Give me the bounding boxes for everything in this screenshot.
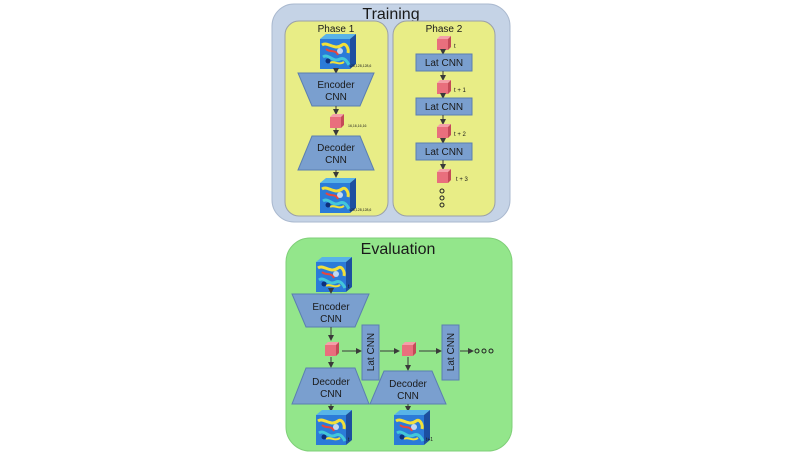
continuation-dot xyxy=(439,202,445,208)
phase1-title: Phase 1 xyxy=(318,24,355,35)
eval-decoder-1-line1: Decoder xyxy=(312,377,350,388)
eval-latcnn-1 xyxy=(361,324,380,381)
eval-output-t1: t+1 xyxy=(426,437,433,443)
phase1-latent-dims: 16,16,16,16 xyxy=(348,124,367,128)
phase2-panel xyxy=(392,20,496,217)
phase2-latcnn-1-label: Lat CNN xyxy=(425,58,463,69)
phase2-latent-t2 xyxy=(437,124,451,138)
eval-output-t: t xyxy=(348,437,350,443)
phase2-latcnn-2-label: Lat CNN xyxy=(425,102,463,113)
eval-output-field-t xyxy=(314,408,354,447)
phase1-encoder xyxy=(297,72,375,107)
eval-decoder-2-line1: Decoder xyxy=(389,379,427,390)
continuation-dot xyxy=(474,348,480,354)
eval-input-field xyxy=(314,255,354,294)
phase1-input-dims: 128,128,128,6 xyxy=(349,64,371,68)
eval-latent-t xyxy=(325,342,339,356)
eval-decoder-1-line2: CNN xyxy=(320,389,342,400)
eval-input-t: t xyxy=(348,284,350,290)
eval-encoder-line1: Encoder xyxy=(312,302,350,313)
phase2-step-t: t xyxy=(454,44,456,50)
eval-decoder-2-line2: CNN xyxy=(397,391,419,402)
phase1-encoder-line2: CNN xyxy=(325,92,347,103)
eval-encoder-line2: CNN xyxy=(320,314,342,325)
evaluation-title: Evaluation xyxy=(361,241,436,258)
phase2-latcnn-2 xyxy=(415,97,473,116)
eval-decoder-2 xyxy=(369,370,447,405)
phase2-title: Phase 2 xyxy=(426,24,463,35)
training-title: Training xyxy=(362,6,419,23)
continuation-dot xyxy=(439,195,445,201)
eval-latcnn-1-label: Lat CNN xyxy=(366,333,377,371)
phase2-latcnn-1 xyxy=(415,53,473,72)
eval-encoder xyxy=(291,293,370,328)
eval-output-field-t1 xyxy=(392,408,432,447)
phase2-step-t2: t + 2 xyxy=(454,132,467,138)
phase1-decoder-line2: CNN xyxy=(325,155,347,166)
eval-latent-t1 xyxy=(402,342,416,356)
phase1-decoder-line1: Decoder xyxy=(317,143,355,154)
phase2-step-t3: t + 3 xyxy=(456,177,469,183)
phase1-decoder xyxy=(297,135,375,171)
phase2-latcnn-3 xyxy=(415,142,473,161)
phase2-latcnn-3-label: Lat CNN xyxy=(425,147,463,158)
phase2-latent-t1 xyxy=(437,80,451,94)
phase1-encoder-line1: Encoder xyxy=(317,80,355,91)
continuation-dot xyxy=(488,348,494,354)
phase1-latent-cube xyxy=(330,114,344,128)
phase1-output-dims: 128,128,128,6 xyxy=(349,208,371,212)
phase2-latent-t xyxy=(437,36,451,50)
eval-latcnn-2 xyxy=(441,324,460,381)
continuation-dot xyxy=(481,348,487,354)
continuation-dot xyxy=(439,188,445,194)
eval-decoder-1 xyxy=(291,367,370,405)
eval-latcnn-2-label: Lat CNN xyxy=(446,333,457,371)
phase2-step-t1: t + 1 xyxy=(454,88,467,94)
phase2-latent-t3 xyxy=(437,169,451,183)
